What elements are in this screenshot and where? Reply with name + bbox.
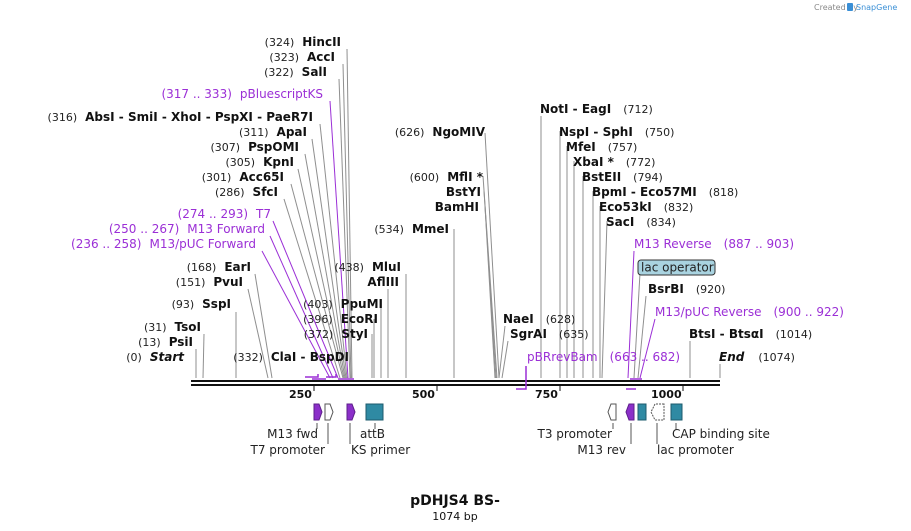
enzyme-label-pvui[interactable]: (151)PvuI [176, 275, 243, 289]
cap-binding-site-box [670, 403, 683, 421]
m13-rev-arrow [625, 403, 635, 421]
enzyme-label-mfli[interactable]: (600)MflI * [410, 170, 484, 184]
enzyme-label-tsoi[interactable]: (31)TsoI [144, 320, 201, 334]
connector-lines [195, 48, 721, 379]
feature-pointer-lines [316, 423, 677, 444]
t7-promoter-arrow [324, 403, 334, 421]
enzyme-label-afliii[interactable]: AflIII [367, 275, 399, 289]
enzyme-label-acci[interactable]: (323)AccI [269, 50, 335, 64]
feature-label-m13-rev[interactable]: M13 rev [577, 443, 626, 457]
lac-operator-box[interactable]: lac operator [637, 259, 716, 276]
enzyme-label-saci[interactable]: SacI(834) [606, 215, 676, 229]
enzyme-label-kpni[interactable]: (305)KpnI [226, 155, 295, 169]
primer-label-t7[interactable]: (274 .. 293)T7 [178, 207, 271, 221]
enzyme-label-mfei[interactable]: MfeI(757) [566, 140, 637, 154]
feature-glyphs [313, 403, 683, 421]
enzyme-label-styi[interactable]: (372)StyI [304, 327, 368, 341]
enzyme-label-nspi-sphi[interactable]: NspI - SphI(750) [559, 125, 674, 139]
enzyme-label-sfci[interactable]: (286)SfcI [215, 185, 278, 199]
plasmid-length: 1074 bp [432, 510, 477, 523]
enzyme-label-ngomiv[interactable]: (626)NgoMIV [395, 125, 486, 139]
enzyme-label-naei[interactable]: NaeI(628) [503, 312, 575, 326]
enzyme-label-ppumi[interactable]: (403)PpuMI [303, 297, 383, 311]
sequence-backbone: 250 500 750 1000 [191, 380, 720, 401]
ruler-tick-label: 750 [535, 388, 558, 401]
enzyme-label-ecori[interactable]: (396)EcoRI [303, 312, 378, 326]
lac-operator-label: lac operator [641, 261, 714, 275]
lac-promoter-arrow [650, 403, 665, 421]
primer-label-pbluescriptks[interactable]: (317 .. 333)pBluescriptKS [161, 87, 323, 101]
primer-label-m13-reverse[interactable]: M13 Reverse(887 .. 903) [634, 237, 794, 251]
enzyme-label-hincii[interactable]: (324)HincII [265, 35, 341, 49]
sequence-start-label[interactable]: (0)Start [126, 350, 185, 364]
attb-box [365, 403, 384, 421]
enzyme-label-sgrai[interactable]: SgrAI(635) [510, 327, 589, 341]
feature-label-m13-fwd[interactable]: M13 fwd [267, 427, 318, 441]
plasmid-title: pDHJS4 BS- [410, 493, 500, 509]
enzyme-label-clai-bspdi[interactable]: (332)ClaI - BspDI [233, 350, 349, 364]
feature-label-lac-promoter[interactable]: lac promoter [657, 443, 734, 457]
ruler-tick-label: 250 [289, 388, 312, 401]
feature-label-t7-promoter[interactable]: T7 promoter [250, 443, 326, 457]
feature-label-t3-promoter[interactable]: T3 promoter [537, 427, 613, 441]
t3-promoter-arrow [607, 403, 617, 421]
enzyme-label-btsi[interactable]: BtsI - BtsαI(1014) [689, 327, 812, 341]
feature-label-cap-binding-site[interactable]: CAP binding site [672, 427, 770, 441]
enzyme-label-eari[interactable]: (168)EarI [187, 260, 251, 274]
enzyme-label-absi-group[interactable]: (316)AbsI - SmiI - XhoI - PspXI - PaeR7I [48, 110, 313, 124]
enzyme-label-acc65i[interactable]: (301)Acc65I [202, 170, 284, 184]
feature-labels: M13 fwd T7 promoter attB KS primer T3 pr… [250, 427, 770, 457]
m13-fwd-arrow [313, 403, 323, 421]
enzyme-label-sspi[interactable]: (93)SspI [172, 297, 231, 311]
enzyme-labels-middle: (438)MluI AflIII (403)PpuMI (396)EcoRI (… [303, 125, 486, 341]
primer-label-m13-puc-reverse[interactable]: M13/pUC Reverse(900 .. 922) [655, 305, 844, 319]
enzyme-label-mlui[interactable]: (438)MluI [334, 260, 401, 274]
enzyme-label-eco53ki[interactable]: Eco53kI(832) [599, 200, 693, 214]
primer-label-pbrrevbam[interactable]: pBRrevBam(663 .. 682) [527, 350, 680, 364]
feature-label-ks-primer[interactable]: KS primer [351, 443, 410, 457]
ruler-tick-label: 1000 [651, 388, 682, 401]
ks-primer-arrow [346, 403, 356, 421]
brand-text: SnapGene [856, 3, 897, 12]
enzyme-label-bamhi[interactable]: BamHI [435, 200, 479, 214]
ruler-tick-marks [313, 386, 684, 391]
enzyme-label-bpmi-eco57mi[interactable]: BpmI - Eco57MI(818) [592, 185, 738, 199]
credit-text: Created by [814, 3, 858, 12]
enzyme-label-noti-eagi[interactable]: NotI - EagI(712) [540, 102, 653, 116]
snapgene-logo-icon [847, 3, 853, 11]
enzyme-label-apai[interactable]: (311)ApaI [239, 125, 307, 139]
ruler-tick-label: 500 [412, 388, 435, 401]
enzyme-label-mmei[interactable]: (534)MmeI [374, 222, 449, 236]
primer-binding-marks [305, 366, 642, 390]
enzyme-labels-right: NotI - EagI(712) NspI - SphI(750) MfeI(7… [503, 102, 844, 364]
enzyme-label-psii[interactable]: (13)PsiI [138, 335, 193, 349]
enzyme-labels-left: (324)HincII (323)AccI (322)SalI (317 .. … [48, 35, 349, 364]
sequence-end-label[interactable]: End(1074) [719, 350, 795, 364]
enzyme-label-sali[interactable]: (322)SalI [264, 65, 327, 79]
primer-label-m13-forward[interactable]: (250 .. 267)M13 Forward [109, 222, 265, 236]
enzyme-label-pspomi[interactable]: (307)PspOMI [210, 140, 299, 154]
primer-label-m13-puc-forward[interactable]: (236 .. 258)M13/pUC Forward [71, 237, 256, 251]
enzyme-label-xbai[interactable]: XbaI *(772) [573, 155, 655, 169]
lac-operator-box-glyph [637, 403, 647, 421]
enzyme-label-bsteii[interactable]: BstEII(794) [582, 170, 663, 184]
enzyme-label-bsrbi[interactable]: BsrBI(920) [648, 282, 725, 296]
enzyme-label-bstyi[interactable]: BstYI [446, 185, 481, 199]
snapgene-credit[interactable]: Created by SnapGene [814, 3, 897, 12]
feature-label-attb[interactable]: attB [360, 427, 385, 441]
